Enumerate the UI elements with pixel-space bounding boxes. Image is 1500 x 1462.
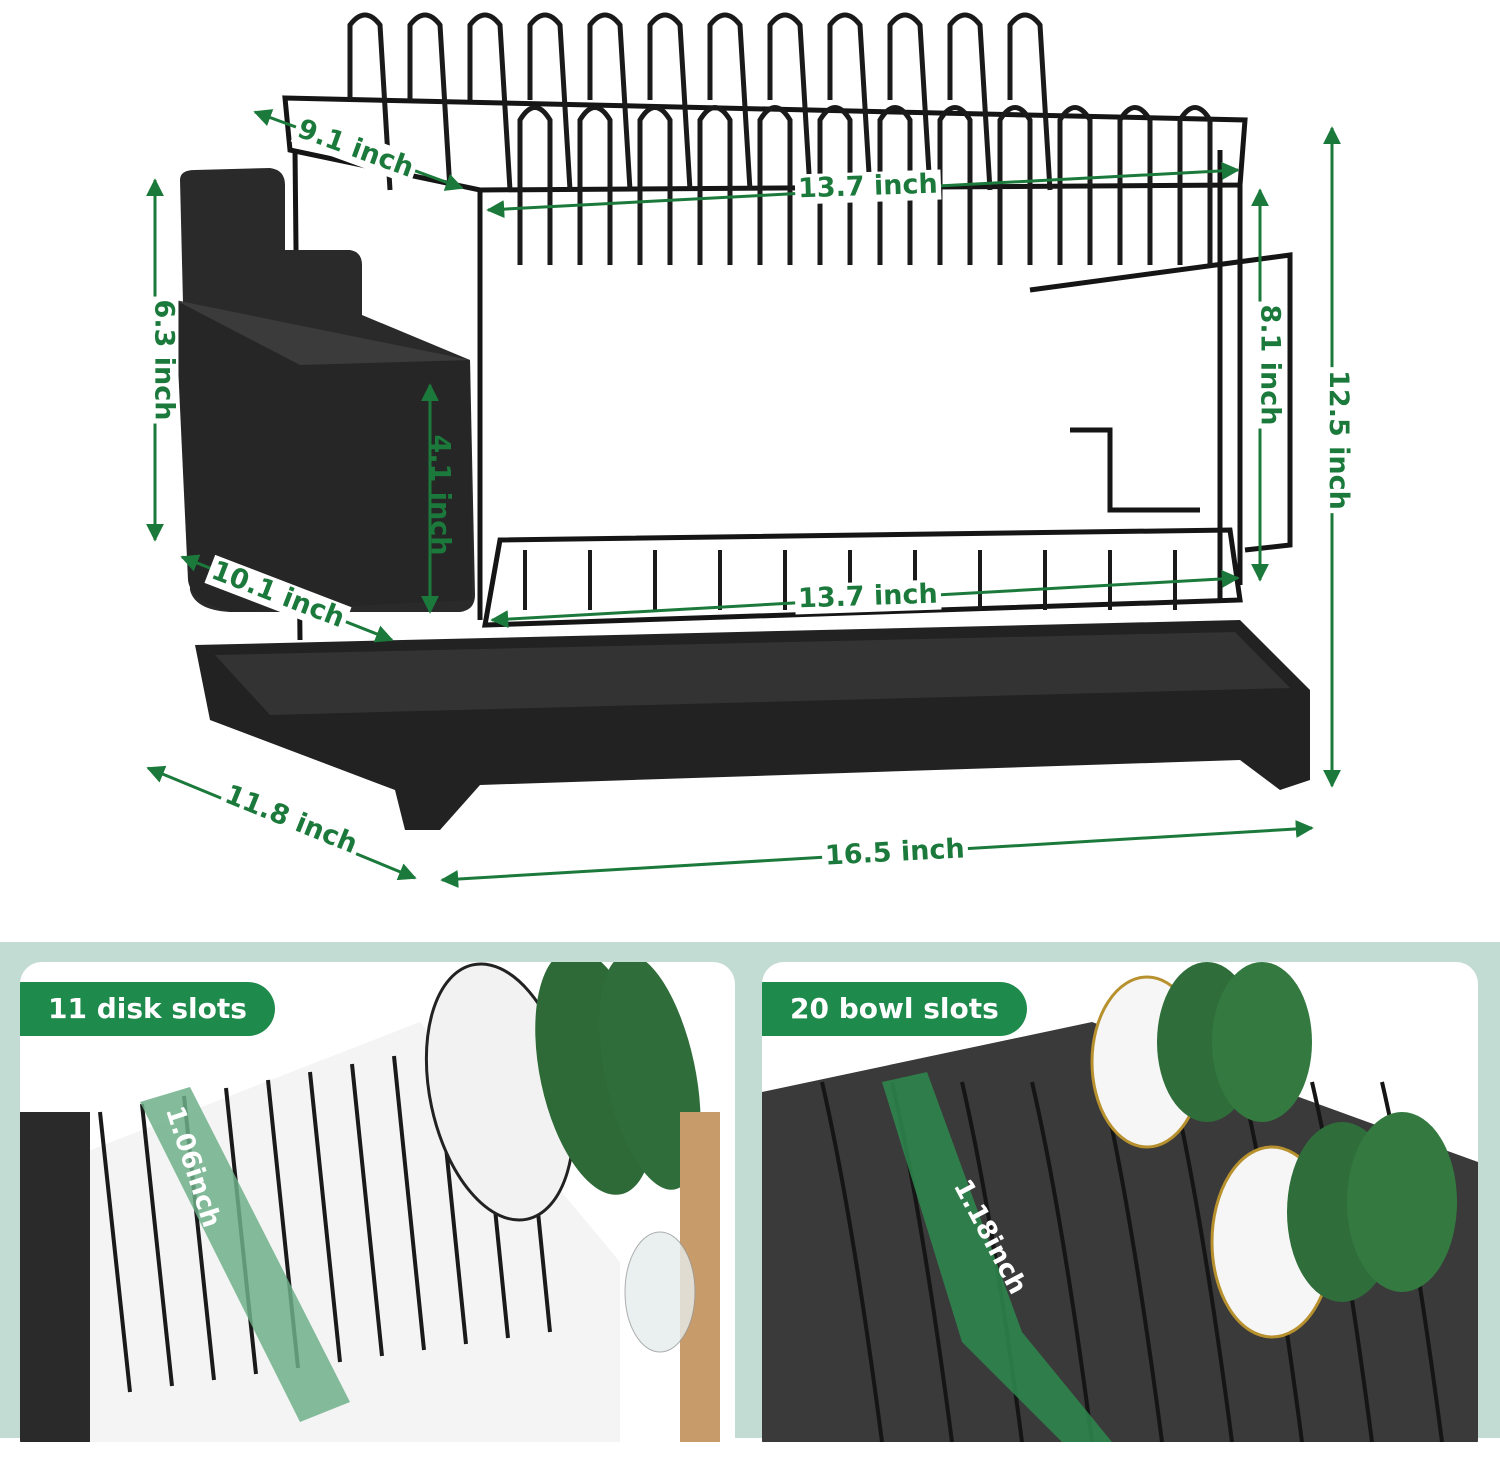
plate-tine xyxy=(647,12,693,191)
bowl-wire xyxy=(1030,1081,1094,1443)
plate-tine xyxy=(767,12,813,191)
plate-tine xyxy=(467,12,513,191)
drip-tray xyxy=(195,620,1310,830)
plate-tine xyxy=(827,12,873,191)
plate-tine xyxy=(707,12,753,191)
disk-slots-panel: 11 disk slots 1.06inch xyxy=(20,962,735,1462)
disk-tine xyxy=(140,1103,174,1387)
disk-tine xyxy=(392,1055,426,1351)
plate-tine xyxy=(947,12,993,191)
bowl-tine xyxy=(757,105,793,265)
plate-tine xyxy=(347,12,393,191)
bowl-tine xyxy=(877,105,913,265)
bowl-slots-label: 20 bowl slots xyxy=(762,982,1027,1036)
bowl-tine xyxy=(697,105,733,265)
plate-tine xyxy=(1007,12,1053,191)
bowl-wire xyxy=(820,1081,884,1443)
utensil-holder xyxy=(175,168,475,612)
bowl-slots-panel: 20 bowl slots 1.18inch xyxy=(762,962,1478,1462)
plate-tines xyxy=(347,12,1213,265)
disk-tine xyxy=(350,1063,384,1357)
dimension-holder-inner-height: 4.1 inch xyxy=(424,434,456,556)
bowl-tine xyxy=(997,105,1033,265)
plate-tine xyxy=(887,12,933,191)
bowl-tine xyxy=(937,105,973,265)
dimension-top-width: 13.7 inch xyxy=(794,169,942,205)
bowl-tine xyxy=(1177,105,1213,265)
bowl-tine xyxy=(817,105,853,265)
plate-tine xyxy=(527,12,573,191)
bowl-tine xyxy=(517,105,553,265)
plate-tine xyxy=(407,12,453,191)
bowl-tine xyxy=(577,105,613,265)
dimension-side-height: 8.1 inch xyxy=(1254,301,1285,429)
disk-tine xyxy=(98,1111,132,1393)
dimension-total-height: 12.5 inch xyxy=(1322,367,1354,513)
disk-slots-label: 11 disk slots xyxy=(20,982,275,1036)
bowl-tine xyxy=(1117,105,1153,265)
dimension-bottom-width: 13.7 inch xyxy=(794,579,942,615)
bowl-tine xyxy=(1057,105,1093,265)
bowl-tine xyxy=(637,105,673,265)
disk-tine xyxy=(308,1071,342,1363)
dish-rack-illustration xyxy=(146,12,1341,889)
dimension-holder-height: 6.3 inch xyxy=(148,296,179,424)
plate-tine xyxy=(587,12,633,191)
disk-slots-photo xyxy=(20,962,720,1442)
bowl-slots-photo xyxy=(762,962,1478,1443)
